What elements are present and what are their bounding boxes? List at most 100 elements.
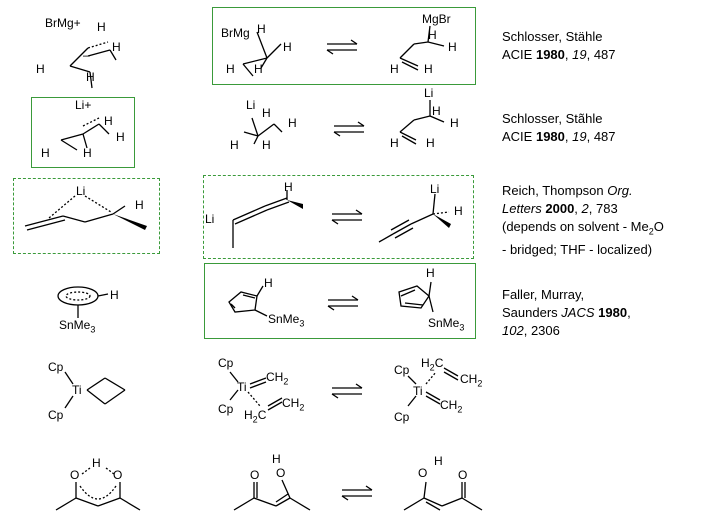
cp-label: Cp bbox=[218, 402, 234, 416]
cp-label: Cp bbox=[218, 356, 234, 370]
h-label: H bbox=[454, 204, 463, 218]
tin-equilibrium-box bbox=[204, 263, 476, 339]
h-label: H bbox=[390, 136, 399, 150]
h-label: H bbox=[283, 40, 292, 54]
acac-delocalized-structure bbox=[55, 467, 141, 511]
h2c-label: H2C bbox=[244, 408, 267, 425]
li-cation-label: Li+ bbox=[75, 98, 92, 112]
titanium-bis-ethylene-right bbox=[407, 367, 459, 407]
h-label: H bbox=[254, 62, 263, 76]
h-label: H bbox=[83, 146, 92, 160]
enol-left-structure bbox=[233, 479, 311, 511]
reference-4: Faller, Murray, Saunders JACS 1980, 102,… bbox=[502, 287, 631, 338]
ch2-label: CH2 bbox=[266, 370, 289, 387]
h-label: H bbox=[262, 138, 271, 152]
propargyl-li-structure bbox=[378, 193, 451, 243]
equilibrium-arrows-icon bbox=[341, 485, 373, 501]
ch2-label: CH2 bbox=[440, 398, 463, 415]
h-label: H bbox=[262, 106, 271, 120]
h-label: H bbox=[264, 276, 273, 290]
o-label: O bbox=[250, 468, 260, 482]
o-label: O bbox=[276, 466, 286, 480]
snme3-label: SnMe3 bbox=[428, 316, 465, 333]
propargyl-dashed-box bbox=[203, 175, 474, 259]
h2c-label: H2C bbox=[421, 356, 444, 373]
h-label: H bbox=[426, 266, 435, 280]
ti-label: Ti bbox=[237, 380, 247, 394]
equilibrium-arrows-icon bbox=[331, 383, 363, 399]
reference-2: Schlosser, Stãhle ACIE 1980, 19, 487 bbox=[502, 111, 616, 144]
h-label: H bbox=[86, 70, 95, 84]
brmg-cation-label: BrMg+ bbox=[45, 16, 81, 30]
cp-label: Cp bbox=[394, 363, 410, 377]
titanacyclobutane-structure bbox=[64, 371, 126, 409]
snme3-label: SnMe3 bbox=[268, 312, 305, 329]
h-label: H bbox=[448, 40, 457, 54]
h-label: H bbox=[432, 104, 441, 118]
allenyl-li-dashed-box bbox=[13, 178, 160, 254]
brmg-label: BrMg bbox=[221, 26, 250, 40]
h-label: H bbox=[230, 138, 239, 152]
ch2-label: CH2 bbox=[282, 396, 305, 413]
o-label: O bbox=[458, 468, 468, 482]
h-label: H bbox=[434, 454, 443, 468]
bridged-propargyl-structure bbox=[24, 195, 147, 231]
cp-label: Cp bbox=[48, 408, 64, 422]
equilibrium-arrows-icon bbox=[333, 121, 365, 137]
o-label: O bbox=[70, 468, 80, 482]
li-label: Li bbox=[424, 86, 434, 100]
h-label: H bbox=[284, 180, 293, 194]
h-label: H bbox=[92, 456, 101, 470]
ti-label: Ti bbox=[413, 384, 423, 398]
reference-3: Reich, Thompson Org. Letters 2000, 2, 78… bbox=[502, 183, 664, 257]
allyl-li-structure bbox=[60, 117, 110, 151]
snme3-label: SnMe3 bbox=[59, 318, 96, 335]
reference-1: Schlosser, Stähle ACIE 1980, 19, 487 bbox=[502, 29, 616, 62]
h-label: H bbox=[116, 130, 125, 144]
titanium-bis-ethylene-left bbox=[229, 371, 283, 411]
li-label: Li bbox=[205, 212, 215, 226]
li-label: Li bbox=[76, 184, 86, 198]
allyl-mg-structure bbox=[69, 41, 117, 89]
allenyl-li-structure bbox=[232, 190, 303, 248]
h-label: H bbox=[424, 62, 433, 76]
h-label: H bbox=[390, 62, 399, 76]
o-label: O bbox=[418, 466, 428, 480]
h-label: H bbox=[97, 20, 106, 34]
localized-mg-structure bbox=[399, 25, 445, 71]
h-label: H bbox=[226, 62, 235, 76]
li-label: Li bbox=[430, 182, 440, 196]
equilibrium-arrows-icon bbox=[327, 295, 359, 311]
h-label: H bbox=[36, 62, 45, 76]
allyl-li-box bbox=[31, 97, 135, 168]
ch2-label: CH2 bbox=[460, 372, 483, 389]
h-label: H bbox=[135, 198, 144, 212]
h-label: H bbox=[426, 136, 435, 150]
equilibrium-box-1 bbox=[212, 7, 476, 85]
charge-label: – bbox=[83, 48, 90, 62]
cyclopentadienyl-tin-structure bbox=[57, 286, 109, 318]
cp-label: Cp bbox=[48, 360, 64, 374]
enol-right-structure bbox=[403, 481, 483, 511]
h-label: H bbox=[110, 288, 119, 302]
equilibrium-arrows-icon bbox=[326, 39, 358, 55]
h-label: H bbox=[288, 116, 297, 130]
bridged-mg-structure bbox=[242, 31, 282, 77]
li-label: Li bbox=[246, 98, 256, 112]
h-label: H bbox=[272, 452, 281, 466]
h-label: H bbox=[41, 146, 50, 160]
cpsnme3-left-structure bbox=[228, 285, 268, 317]
bridged-li-structure bbox=[243, 117, 283, 145]
h-label: H bbox=[104, 114, 113, 128]
h-label: H bbox=[450, 116, 459, 130]
localized-li-structure bbox=[399, 100, 445, 145]
h-label: H bbox=[112, 40, 121, 54]
cpsnme3-right-structure bbox=[398, 281, 434, 313]
cp-label: Cp bbox=[394, 410, 410, 424]
h-label: H bbox=[428, 28, 437, 42]
h-label: H bbox=[257, 22, 266, 36]
equilibrium-arrows-icon bbox=[331, 209, 363, 225]
ti-label: Ti bbox=[72, 383, 82, 397]
o-label: O bbox=[113, 468, 123, 482]
mgbr-label: MgBr bbox=[422, 12, 451, 26]
